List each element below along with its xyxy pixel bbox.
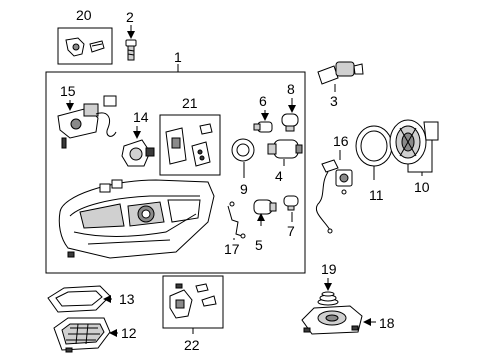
headlamp-assembly-frame [45,71,306,274]
callout-2: 2 [126,9,134,25]
wire-harness-17-icon [227,201,246,239]
callout-5: 5 [255,237,263,253]
bulb-4-icon [267,139,303,159]
callout-19: 19 [321,261,337,277]
label-sticker-10-icon [423,121,439,141]
callout-20: 20 [76,7,92,23]
connector-16-icon [316,159,353,234]
callout-4: 4 [275,168,283,184]
callout-18: 18 [379,315,395,331]
ballast-18-icon [301,305,363,335]
callout-7: 7 [287,223,295,239]
callout-14: 14 [133,109,149,125]
callout-10: 10 [414,179,430,195]
bulb-3-icon [317,61,364,85]
callout-15: 15 [60,83,76,99]
spring-19-icon [317,291,339,306]
gasket-13-icon [47,285,111,313]
leveling-motor-15-icon [57,95,117,149]
seal-ring-9-icon [231,138,255,162]
part-21-box [159,114,221,176]
callout-9: 9 [240,181,248,197]
clip-21-icon [165,123,213,167]
socket-14-icon [121,139,155,167]
screw-2-icon [125,39,137,61]
headlamp-lens-drawing [58,179,215,259]
bulb-6-icon [253,121,273,133]
bracket-20-icon [65,37,105,57]
callout-21: 21 [182,95,198,111]
bulb-8-icon [281,113,299,132]
bulb-5-icon [253,199,277,215]
callout-16: 16 [333,133,349,149]
callout-6: 6 [259,93,267,109]
callout-8: 8 [287,81,295,97]
callout-17: 17 [224,241,240,257]
bulb-7-icon [283,195,299,211]
callout-12: 12 [121,325,137,341]
callout-22: 22 [184,337,200,353]
callout-11: 11 [369,187,384,203]
part-20-box [57,27,113,65]
callout-1: 1 [174,49,182,65]
callout-3: 3 [330,93,338,109]
bracket-22-icon [169,283,217,319]
seal-ring-11-icon [355,125,393,167]
callout-13: 13 [119,291,135,307]
cover-12-icon [53,317,111,353]
dust-cap-10-icon [389,119,427,165]
